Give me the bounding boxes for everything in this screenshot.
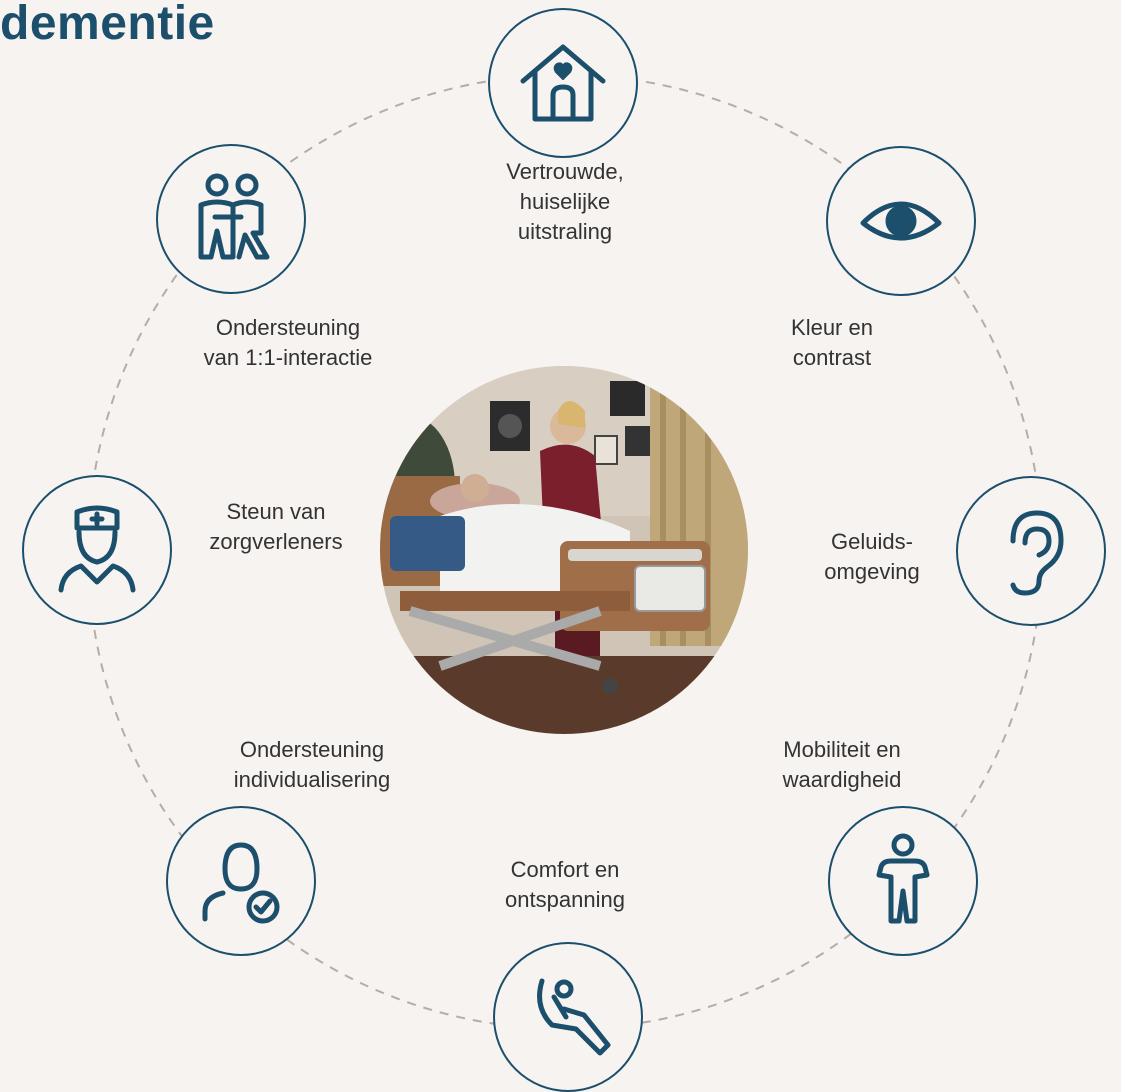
label-interaction: Ondersteuning van 1:1-interactie [203, 315, 373, 370]
label-comfort: Comfort en ontspanning [505, 857, 625, 912]
ear-icon [1010, 510, 1064, 596]
label-eye: Kleur en contrast [791, 315, 873, 370]
two-people-icon [198, 173, 270, 260]
label-individual: Ondersteuning individualisering [233, 737, 391, 792]
bed-photo [380, 366, 748, 734]
label-mobility: Mobiliteit en waardigheid [782, 737, 902, 792]
person-check-icon [202, 842, 280, 924]
node-eye [826, 146, 976, 296]
label-caregivers: Steun van zorgverleners [209, 499, 343, 554]
reclining-chair-icon [537, 978, 611, 1056]
node-interaction [156, 144, 306, 294]
node-mobility [828, 806, 978, 956]
node-comfort [493, 942, 643, 1092]
node-home [488, 8, 638, 158]
node-individual [166, 806, 316, 956]
page-title: dementie [0, 0, 215, 50]
eye-icon [860, 201, 942, 241]
standing-person-icon [876, 833, 930, 924]
node-caregivers [22, 475, 172, 625]
label-ear: Geluids- omgeving [824, 529, 920, 584]
label-home: Vertrouwde, huiselijke uitstraling [506, 159, 624, 244]
node-ear [956, 476, 1106, 626]
nurse-icon [58, 505, 136, 593]
house-heart-icon [520, 44, 606, 122]
